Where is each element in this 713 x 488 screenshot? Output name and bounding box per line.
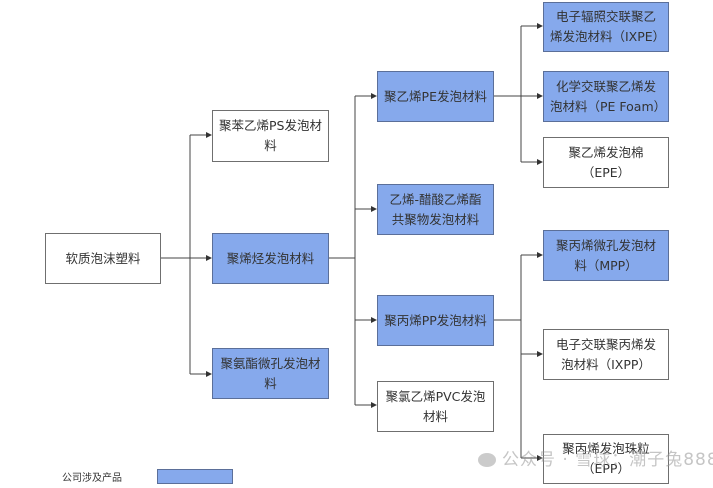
node-label: 电子辐照交联聚乙烯发泡材料（IXPE） [550, 9, 666, 44]
node-ixpe: 电子辐照交联聚乙烯发泡材料（IXPE） [543, 2, 669, 52]
node-label: 化学交联聚乙烯发泡材料（PE Foam） [550, 78, 667, 114]
node-ixpp: 电子交联聚丙烯发泡材料（IXPP） [543, 329, 669, 380]
node-pe-foam-chemical: 化学交联聚乙烯发泡材料（PE Foam） [543, 71, 669, 122]
node-eva-foam: 乙烯-醋酸乙烯酯共聚物发泡材料 [377, 184, 494, 235]
node-label: 电子交联聚丙烯发泡材料（IXPP） [555, 336, 656, 372]
node-label: 聚丙烯微孔发泡材料（MPP） [555, 237, 656, 273]
node-label: 聚苯乙烯PS发泡材料 [219, 118, 322, 153]
node-label: 聚丙烯发泡珠粒（EPP） [562, 441, 650, 476]
node-soft-foam-plastic: 软质泡沫塑料 [45, 233, 161, 284]
node-label: 聚烯烃发泡材料 [226, 250, 315, 266]
node-label: 聚氨酯微孔发泡材料 [220, 355, 321, 391]
legend-label: 公司涉及产品 [62, 473, 122, 484]
node-polyolefin-foam: 聚烯烃发泡材料 [212, 233, 329, 284]
node-epe: 聚乙烯发泡棉（EPE） [543, 137, 669, 188]
node-label: 聚乙烯发泡棉（EPE） [568, 144, 644, 180]
node-label: 乙烯-醋酸乙烯酯共聚物发泡材料 [389, 191, 482, 227]
legend-swatch [157, 469, 233, 484]
node-ps-foam: 聚苯乙烯PS发泡材料 [212, 110, 329, 162]
node-label: 聚乙烯PE发泡材料 [384, 88, 487, 104]
node-mpp: 聚丙烯微孔发泡材料（MPP） [543, 230, 669, 281]
node-label: 软质泡沫塑料 [65, 250, 141, 266]
node-epp: 聚丙烯发泡珠粒（EPP） [543, 434, 669, 484]
node-pp-foam: 聚丙烯PP发泡材料 [377, 295, 494, 346]
node-pe-foam: 聚乙烯PE发泡材料 [377, 71, 494, 122]
node-label: 聚丙烯PP发泡材料 [384, 312, 487, 328]
node-pvc-foam: 聚氯乙烯PVC发泡材料 [377, 381, 494, 432]
node-pu-microcellular-foam: 聚氨酯微孔发泡材料 [212, 348, 329, 399]
node-label: 聚氯乙烯PVC发泡材料 [385, 388, 486, 424]
